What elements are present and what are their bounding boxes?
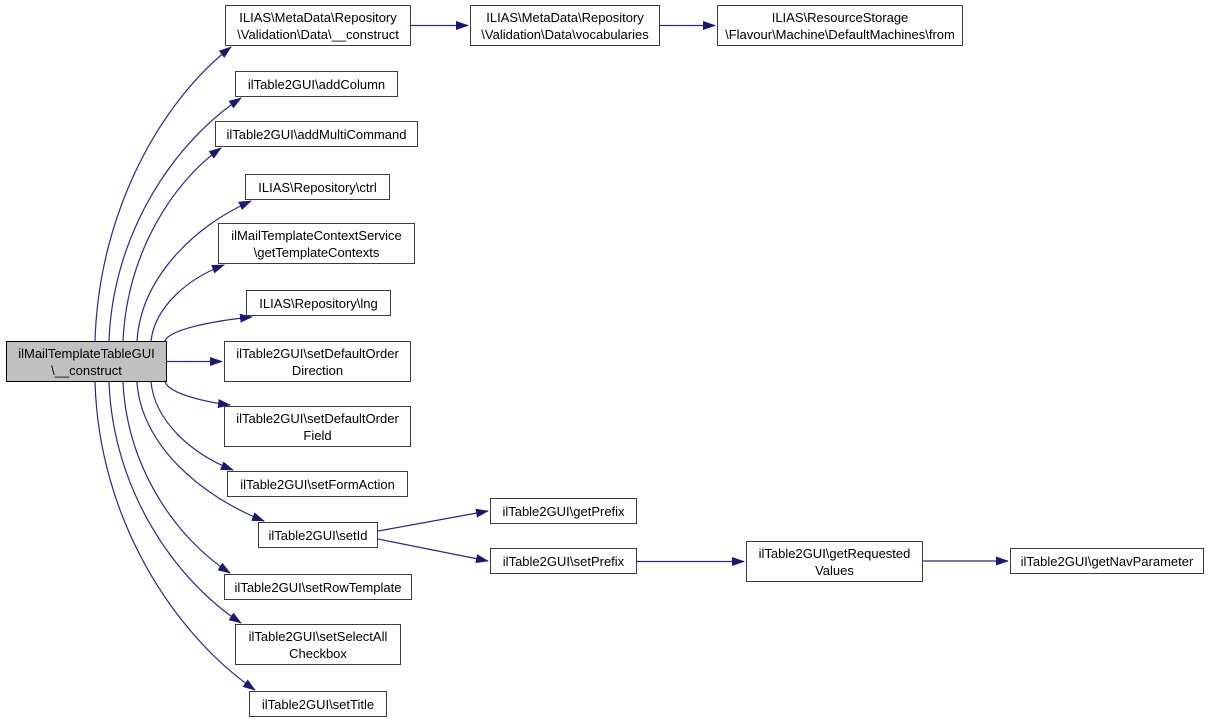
- call-edge-main-to-set_default_order_field: [164, 381, 231, 408]
- graph-node-set_title[interactable]: ilTable2GUI\setTitle: [249, 691, 387, 717]
- graph-node-label: \Validation\Data\vocabularies: [481, 26, 649, 42]
- graph-node-lng[interactable]: ILIAS\Repository\lng: [246, 290, 391, 316]
- graph-node-set_prefix[interactable]: ilTable2GUI\setPrefix: [490, 548, 637, 574]
- graph-node-label: ilTable2GUI\setId: [268, 527, 368, 543]
- graph-node-add_column[interactable]: ilTable2GUI\addColumn: [235, 71, 398, 97]
- graph-node-label: ILIAS\MetaData\Repository: [486, 9, 644, 25]
- graph-node-add_multi_command[interactable]: ilTable2GUI\addMultiCommand: [215, 121, 418, 147]
- call-edge-main-to-set_id: [136, 381, 265, 522]
- call-edge-set_id-to-set_prefix: [377, 538, 489, 564]
- call-edge-main-to-md_construct: [94, 46, 232, 342]
- graph-node-label: ILIAS\Repository\lng: [259, 295, 378, 311]
- graph-node-get_nav_parameter[interactable]: ilTable2GUI\getNavParameter: [1010, 548, 1204, 574]
- graph-node-label: ilTable2GUI\setTitle: [261, 696, 375, 712]
- graph-node-label: ilMailTemplateContextService: [231, 227, 402, 243]
- graph-node-label: ilTable2GUI\setFormAction: [240, 476, 395, 492]
- graph-node-label: ilTable2GUI\setPrefix: [502, 553, 625, 569]
- graph-node-label: ilTable2GUI\setDefaultOrder: [236, 410, 399, 426]
- graph-node-label: \getTemplateContexts: [253, 244, 380, 260]
- graph-node-ctrl[interactable]: ILIAS\Repository\ctrl: [245, 174, 390, 200]
- graph-node-md_construct[interactable]: ILIAS\MetaData\Repository\Validation\Dat…: [225, 5, 411, 46]
- call-edge-main-to-lng: [164, 313, 253, 342]
- graph-node-md_vocabularies[interactable]: ILIAS\MetaData\Repository\Validation\Dat…: [470, 5, 660, 46]
- graph-node-get_template_contexts[interactable]: ilMailTemplateContextService\getTemplate…: [218, 223, 415, 264]
- graph-node-label: Field: [303, 427, 332, 443]
- graph-node-label: Direction: [291, 362, 344, 378]
- graph-node-label: ilTable2GUI\setSelectAll: [248, 628, 388, 644]
- graph-node-label: ilTable2GUI\getRequested: [758, 545, 911, 561]
- graph-node-label: ilTable2GUI\addColumn: [247, 76, 386, 92]
- graph-node-get_prefix[interactable]: ilTable2GUI\getPrefix: [490, 498, 637, 524]
- graph-node-rs_from[interactable]: ILIAS\ResourceStorage\Flavour\Machine\De…: [717, 5, 963, 46]
- graph-node-main: ilMailTemplateTableGUI\__construct: [6, 341, 167, 382]
- graph-node-label: ilMailTemplateTableGUI: [18, 345, 155, 361]
- graph-node-label: Values: [815, 562, 854, 578]
- graph-node-label: \__construct: [51, 362, 122, 378]
- graph-node-set_form_action[interactable]: ilTable2GUI\setFormAction: [227, 471, 408, 497]
- graph-node-label: \Flavour\Machine\DefaultMachines\from: [725, 26, 955, 42]
- graph-node-label: ilTable2GUI\getNavParameter: [1020, 553, 1194, 569]
- graph-node-label: ILIAS\ResourceStorage: [771, 9, 909, 25]
- graph-node-label: ilTable2GUI\getPrefix: [502, 503, 625, 519]
- graph-node-set_row_template[interactable]: ilTable2GUI\setRowTemplate: [224, 574, 412, 600]
- graph-node-label: \Validation\Data\__construct: [237, 26, 399, 42]
- call-edge-main-to-add_multi_command: [122, 147, 222, 342]
- call-edge-main-to-set_form_action: [150, 381, 234, 471]
- call-edge-main-to-get_template_contexts: [150, 264, 225, 342]
- call-edge-main-to-set_select_all_checkbox: [108, 381, 242, 624]
- graph-node-label: ilTable2GUI\setDefaultOrder: [236, 345, 399, 361]
- graph-node-label: Checkbox: [289, 645, 347, 661]
- call-edge-set_id-to-get_prefix: [377, 508, 489, 532]
- call-edge-main-to-set_row_template: [122, 381, 231, 574]
- graph-node-label: ILIAS\MetaData\Repository: [239, 9, 397, 25]
- graph-node-label: ilTable2GUI\setRowTemplate: [234, 579, 402, 595]
- graph-node-set_id[interactable]: ilTable2GUI\setId: [258, 522, 378, 548]
- graph-node-label: ILIAS\Repository\ctrl: [258, 179, 377, 195]
- graph-node-label: ilTable2GUI\addMultiCommand: [226, 126, 407, 142]
- call-edge-main-to-ctrl: [136, 200, 252, 342]
